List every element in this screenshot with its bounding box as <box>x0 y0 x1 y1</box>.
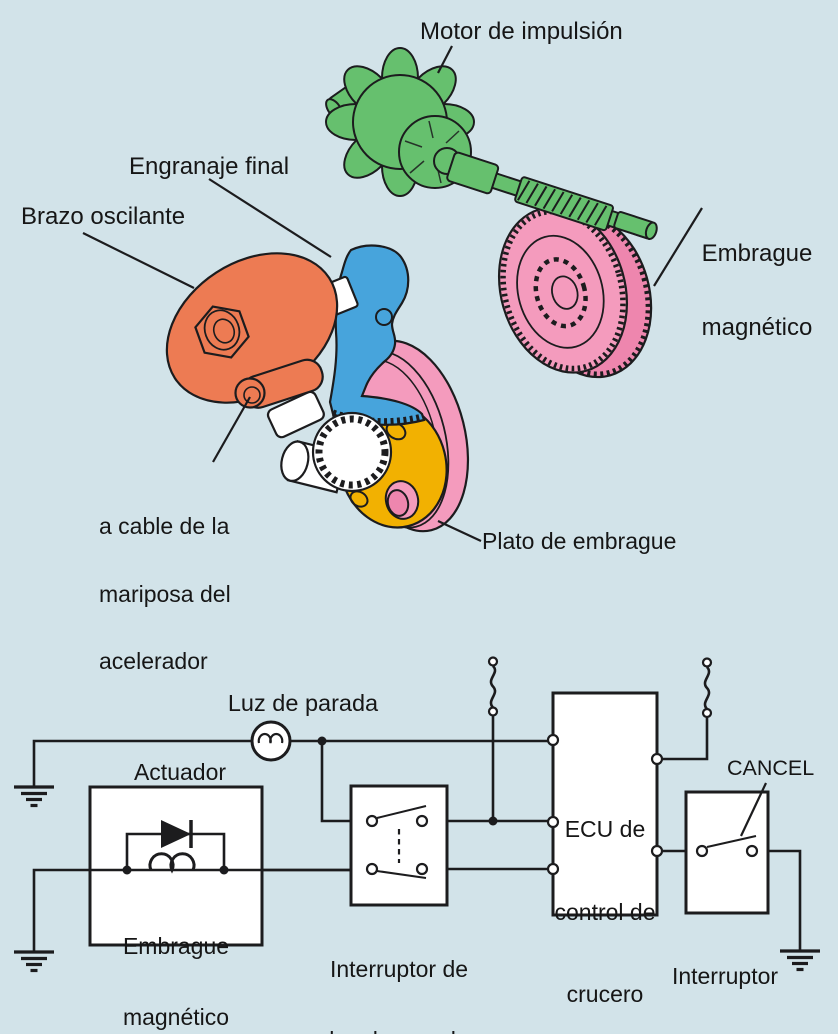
drive-motor <box>325 47 658 241</box>
ground-icon <box>14 785 54 808</box>
switch-blade <box>376 870 427 879</box>
clutch-plate-label: Plato de embrague <box>482 528 677 554</box>
motor-label: Motor de impulsión <box>420 18 623 45</box>
cancel-label: CANCEL <box>727 756 815 780</box>
ground-icon <box>780 949 820 972</box>
switch-blade <box>706 835 757 848</box>
stop-light-switch-box <box>349 784 449 907</box>
throttle-cable-label: a cable de la mariposa del acelerador <box>99 513 231 674</box>
coil-icon <box>148 852 196 874</box>
swing-arm <box>165 252 339 409</box>
magnetic-clutch-gear <box>497 206 653 379</box>
power-feed-icon <box>701 657 713 719</box>
cancel-leader <box>740 782 767 837</box>
actuator-box <box>88 785 367 947</box>
clevis-bracket <box>266 390 325 439</box>
ecu-box <box>546 691 664 917</box>
swing-arm-label: Brazo oscilante <box>21 203 186 230</box>
ecu-label: ECU de control de crucero <box>554 816 656 1007</box>
pinion-gear <box>280 411 393 494</box>
clutch-coil-label: Embrague magnético <box>122 933 230 1030</box>
ground-icon <box>14 950 54 973</box>
switch-blade <box>376 805 427 819</box>
power-feed-icon <box>487 656 499 717</box>
stop-switch-label: Interruptor de luz de parada <box>329 956 469 1034</box>
diode-icon <box>161 820 193 848</box>
control-switch-box <box>684 782 770 915</box>
stop-light-lamp-icon <box>250 720 292 762</box>
final-gear-label: Engranaje final <box>129 153 290 180</box>
junction-dots <box>317 736 498 826</box>
stop-light-label: Luz de parada <box>227 690 379 716</box>
actuator-label: Actuador <box>133 759 227 785</box>
leader-lines <box>82 45 703 542</box>
control-switch-label: Interruptor de control <box>671 963 779 989</box>
magnetic-clutch-label: Embrague magnético <box>701 240 813 341</box>
